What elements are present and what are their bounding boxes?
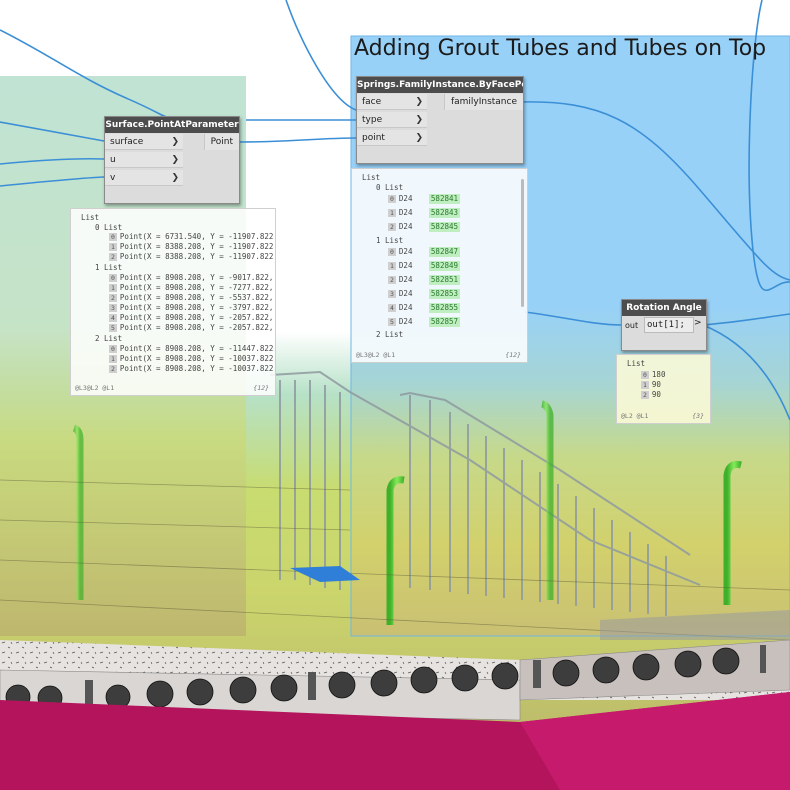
port-family-instance[interactable]: familyInstance bbox=[443, 94, 523, 110]
port-label: face bbox=[362, 97, 382, 107]
surface-point-at-parameter-node[interactable]: Surface.PointAtParameter surface ❯ u ❯ v… bbox=[104, 116, 240, 204]
port-label: surface bbox=[110, 137, 144, 147]
port-v[interactable]: v ❯ bbox=[105, 170, 183, 186]
group-title[interactable]: Adding Grout Tubes and Tubes on Top bbox=[354, 36, 767, 61]
chevron-right-icon: ❯ bbox=[415, 97, 423, 107]
preview-root-label: List bbox=[81, 213, 100, 222]
node-title[interactable]: Rotation Angle bbox=[622, 300, 706, 316]
group-label: 1 List bbox=[376, 236, 404, 245]
port-label: u bbox=[110, 155, 116, 165]
chevron-right-icon: ❯ bbox=[171, 173, 179, 183]
chevron-right-icon: ❯ bbox=[171, 155, 179, 165]
port-type[interactable]: type ❯ bbox=[357, 112, 427, 128]
item-count: {12} bbox=[253, 384, 269, 392]
port-label: out bbox=[625, 321, 639, 330]
item-count: {3} bbox=[692, 412, 704, 420]
port-surface[interactable]: surface ❯ bbox=[105, 134, 183, 150]
output-arrow-icon[interactable]: > bbox=[694, 318, 702, 328]
port-point[interactable]: point ❯ bbox=[357, 130, 427, 146]
port-face[interactable]: face ❯ bbox=[357, 94, 427, 110]
port-label: type bbox=[362, 115, 383, 125]
group-label: 0 List bbox=[376, 183, 404, 192]
port-point[interactable]: Point bbox=[203, 134, 239, 150]
code-text: out[1]; bbox=[647, 320, 685, 330]
group-label: 2 List bbox=[95, 334, 123, 343]
scrollbar[interactable] bbox=[521, 179, 524, 307]
item-count: {12} bbox=[505, 351, 521, 359]
group-label: 2 List bbox=[376, 330, 404, 339]
springs-family-instance-node[interactable]: Springs.FamilyInstance.ByFacePoints face… bbox=[356, 76, 524, 164]
preview-root-label: List bbox=[362, 173, 381, 182]
rotation-angle-node[interactable]: Rotation Angle out out[1]; > bbox=[621, 299, 707, 351]
group-label: 0 List bbox=[95, 223, 123, 232]
node-title[interactable]: Surface.PointAtParameter bbox=[105, 117, 239, 133]
chevron-right-icon: ❯ bbox=[171, 137, 179, 147]
node-title[interactable]: Springs.FamilyInstance.ByFacePoints bbox=[357, 77, 523, 93]
chevron-right-icon: ❯ bbox=[415, 115, 423, 125]
level-indicator: @L3@L2 @L1 bbox=[356, 351, 396, 359]
port-out[interactable]: out bbox=[625, 318, 638, 334]
preview-root-label: List bbox=[627, 359, 646, 368]
level-indicator: @L2 @L1 bbox=[621, 412, 649, 420]
port-u[interactable]: u ❯ bbox=[105, 152, 183, 168]
group-label: 1 List bbox=[95, 263, 123, 272]
port-label: v bbox=[110, 173, 116, 183]
level-indicator: @L3@L2 @L1 bbox=[75, 384, 115, 392]
code-editor[interactable]: out[1]; bbox=[644, 317, 694, 333]
chevron-right-icon: ❯ bbox=[415, 133, 423, 143]
port-label: point bbox=[362, 133, 385, 143]
